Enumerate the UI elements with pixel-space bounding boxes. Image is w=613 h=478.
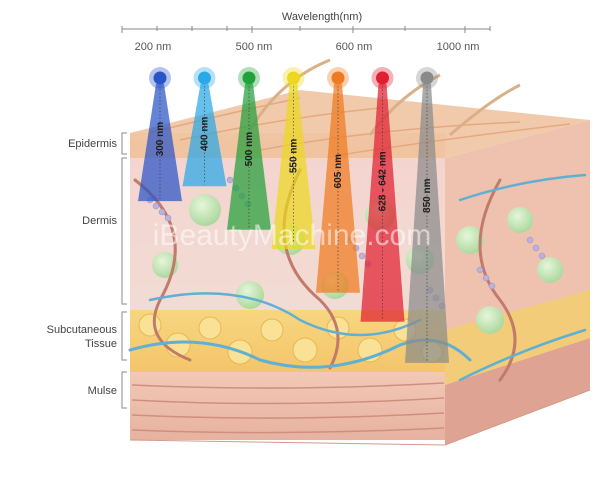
beam-4: 550 nm	[271, 67, 316, 250]
beam-1: 300 nm	[138, 67, 182, 202]
beam-6: 628 - 642 nm	[360, 67, 405, 322]
beam-label-1: 300 nm	[155, 122, 166, 157]
tick-label-1000: 1000 nm	[437, 41, 480, 53]
muscle-layer	[130, 372, 445, 440]
beam-label-3: 500 nm	[244, 132, 255, 167]
tick-label-600: 600 nm	[336, 41, 373, 53]
light-source-1	[153, 71, 167, 85]
beam-label-2: 400 nm	[200, 117, 211, 152]
light-source-2	[198, 71, 211, 85]
beam-7: 850 nm	[405, 67, 449, 363]
beam-5: 605 nm	[316, 67, 360, 293]
layer-labels	[121, 132, 127, 409]
beam-label-7: 850 nm	[422, 178, 433, 213]
layer-label-subcutaneous: Subcutaneous	[47, 324, 118, 336]
beam-label-4: 550 nm	[289, 139, 300, 174]
wavelength-axis: Wavelength(nm) 200 nm 500 nm 600 nm 1000…	[121, 11, 491, 53]
layer-label-dermis: Dermis	[82, 215, 117, 227]
layer-label-epidermis: Epidermis	[68, 138, 117, 150]
beam-label-6: 628 - 642 nm	[378, 151, 389, 211]
beam-3: 500 nm	[227, 67, 271, 230]
tick-label-200: 200 nm	[135, 41, 172, 53]
beam-label-5: 605 nm	[333, 154, 344, 189]
layer-label-tissue: Tissue	[85, 338, 117, 350]
light-source-7	[420, 71, 434, 85]
tick-label-500: 500 nm	[236, 41, 273, 53]
watermark: iBeautyMachine.com	[153, 219, 431, 252]
axis-title: Wavelength(nm)	[282, 11, 362, 23]
light-beams: 300 nm 400 nm 500 nm 550 nm 605 nm 628 - 642 …	[138, 67, 449, 363]
light-source-4	[287, 71, 300, 85]
light-source-6	[376, 71, 389, 85]
beam-2: 400 nm	[182, 67, 227, 187]
light-source-3	[242, 71, 256, 85]
light-source-5	[331, 71, 345, 85]
layer-label-mulse: Mulse	[88, 385, 117, 397]
